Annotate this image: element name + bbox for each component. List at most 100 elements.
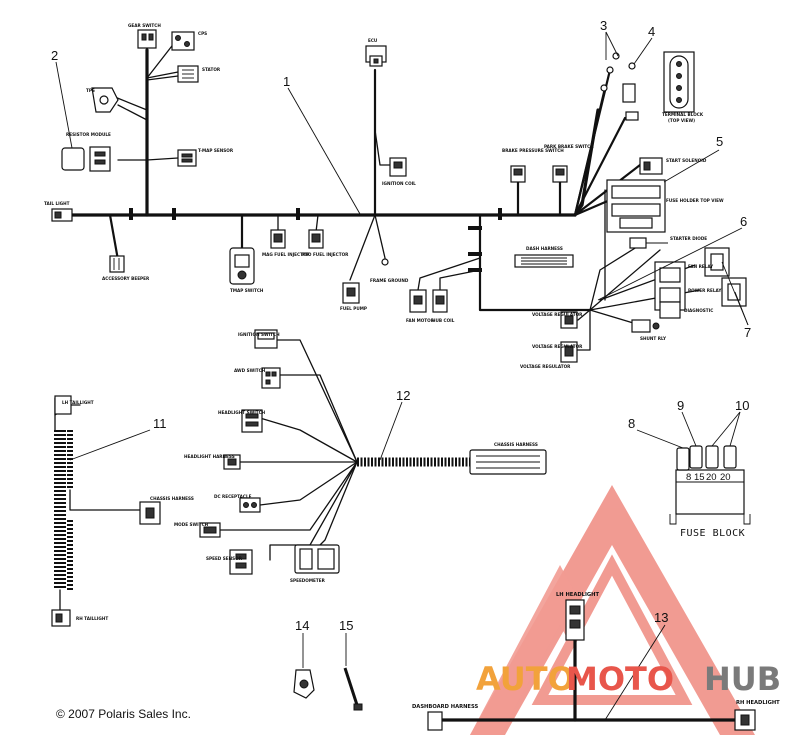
copyright-text: © 2007 Polaris Sales Inc. — [56, 707, 191, 721]
callout-4: 4 — [648, 24, 655, 39]
label-rh-taillight: RH TAILLIGHT — [76, 616, 108, 621]
label-speed-sensor: SPEED SENSOR — [206, 556, 243, 561]
label-tmap-sensor: T-MAP SENSOR — [198, 148, 234, 153]
connector-resistor-module — [61, 146, 111, 172]
label-dash-harness: DASH HARNESS — [526, 246, 563, 251]
connector-starter-solenoid — [639, 157, 663, 175]
label-shunt: SHUNT RLY — [640, 336, 667, 341]
watermark-wordmark: AUTO MOTO HUB — [476, 660, 781, 698]
label-stator: STATOR — [202, 67, 221, 72]
label-voltage-regulator-b: VOLTAGE REGULATOR — [532, 344, 583, 349]
callout-15: 15 — [339, 618, 353, 633]
connector-gear-switch — [137, 29, 157, 49]
label-power-relay: POWER RELAY — [688, 288, 722, 293]
label-awd-switch: AWD SWITCH — [234, 368, 266, 373]
fuse-block — [669, 445, 751, 525]
label-tail-light: TAIL LIGHT — [44, 201, 70, 206]
callout-5: 5 — [716, 134, 723, 149]
terminal-block — [663, 51, 695, 113]
label-resistor-module: RESISTOR MODULE — [66, 132, 111, 137]
fuse-value-2: 15 — [694, 472, 705, 483]
callout-10: 10 — [735, 398, 749, 413]
label-park-brake: PARK BRAKE SWITCH — [544, 144, 594, 149]
connector-mag-injector — [270, 229, 286, 249]
label-brake-pressure: BRAKE PRESSURE SWITCH — [502, 148, 564, 153]
callout-2: 2 — [51, 48, 58, 63]
label-tmap-switch: TMAP SWITCH — [230, 288, 264, 293]
label-accessory-beeper: ACCESSORY BEEPER — [102, 276, 150, 281]
fuse-holder — [606, 179, 666, 233]
connector-hub-coil — [432, 289, 448, 313]
callout-7: 7 — [744, 325, 751, 340]
callout-1: 1 — [283, 74, 290, 89]
label-hub-coil: HUB COIL — [432, 318, 455, 323]
connector-tmap-switch — [229, 247, 255, 285]
fan-relay — [704, 247, 730, 277]
connector-tps — [91, 87, 119, 113]
callout-13: 13 — [654, 610, 668, 625]
label-chassis-harness-b: CHASSIS HARNESS — [150, 496, 194, 501]
callout-14: 14 — [295, 618, 309, 633]
harness-clips — [129, 208, 502, 272]
callout-11: 11 — [153, 416, 167, 431]
connector-brake-pressure — [510, 165, 526, 183]
leader-lines — [55, 31, 749, 721]
callout-numbers: 1 2 3 4 5 6 7 8 9 10 11 12 13 14 15 — [51, 18, 751, 633]
label-tps: TPS — [86, 88, 95, 93]
watermark-hub: HUB — [704, 660, 781, 698]
part-15-cable-tie — [343, 633, 363, 711]
connector-diagnostic — [659, 301, 681, 319]
label-gear-switch: GEAR SWITCH — [128, 23, 161, 28]
label-rh-headlight: RH HEADLIGHT — [736, 700, 780, 706]
label-pto-injector: PTO FUEL INJECTOR — [302, 252, 349, 257]
label-cps: CPS — [198, 31, 207, 36]
label-dc-receptacle: DC RECEPTACLE — [214, 494, 252, 499]
label-mag-injector: MAG FUEL INJECTOR — [262, 252, 311, 257]
connector-shunt — [631, 319, 660, 333]
connector-fuel-pump — [342, 282, 360, 304]
relay-block — [654, 261, 686, 311]
watermark-auto: AUTO — [476, 660, 575, 698]
label-ecu: ECU — [368, 38, 378, 43]
label-terminal-block: TERMINAL BLOCK — [662, 112, 704, 117]
label-start-solenoid: START SOLENOID — [666, 158, 707, 163]
connector-tmap-sensor — [177, 149, 197, 167]
label-voltage-regulator-c: VOLTAGE REGULATOR — [520, 364, 571, 369]
connector-ecu — [365, 45, 387, 67]
connector-starter-diode — [629, 237, 668, 249]
label-terminal-block-view: (TOP VIEW) — [668, 118, 695, 123]
label-dashboard-harness: DASHBOARD HARNESS — [412, 704, 478, 710]
connector-fan-motor — [409, 289, 427, 313]
headlight-harness — [427, 599, 756, 731]
dash-harness — [199, 329, 547, 575]
callout-6: 6 — [740, 214, 747, 229]
label-fan-relay: FAN RELAY — [688, 264, 714, 269]
fuse-value-4: 20 — [720, 472, 731, 483]
fuse-value-3: 20 — [706, 472, 717, 483]
label-diagnostic: DIAGNOSTIC — [684, 308, 713, 313]
connector-tail-light — [51, 208, 73, 222]
fuse-value-1: 8 — [686, 472, 691, 483]
connector-accessory-beeper — [109, 255, 125, 273]
connector-voltage-regulator-2 — [560, 341, 578, 363]
label-chassis-harness-a: CHASSIS HARNESS — [494, 442, 538, 447]
fuse-block-title: FUSE BLOCK — [680, 528, 745, 539]
callout-3: 3 — [600, 18, 607, 33]
connector-cps — [171, 31, 195, 51]
fuse-block-text: 8 15 20 20 FUSE BLOCK — [680, 472, 745, 539]
label-lh-taillight: LH TAILLIGHT — [62, 400, 94, 405]
label-speedometer: SPEEDOMETER — [290, 578, 326, 583]
connector-frame-ground — [381, 258, 389, 266]
connector-pto-injector — [308, 229, 324, 249]
callout-8: 8 — [628, 416, 635, 431]
watermark-moto: MOTO — [566, 660, 674, 698]
part-14-connector — [293, 633, 315, 699]
label-ignition-switch: IGNITION SWITCH — [238, 332, 280, 337]
label-starter-diode: STARTER DIODE — [670, 236, 707, 241]
label-ignition-coil: IGNITION COIL — [382, 181, 416, 186]
label-fuse-holder: FUSE HOLDER TOP VIEW — [666, 198, 724, 203]
label-fuel-pump: FUEL PUMP — [340, 306, 367, 311]
chassis-harness — [51, 395, 161, 627]
